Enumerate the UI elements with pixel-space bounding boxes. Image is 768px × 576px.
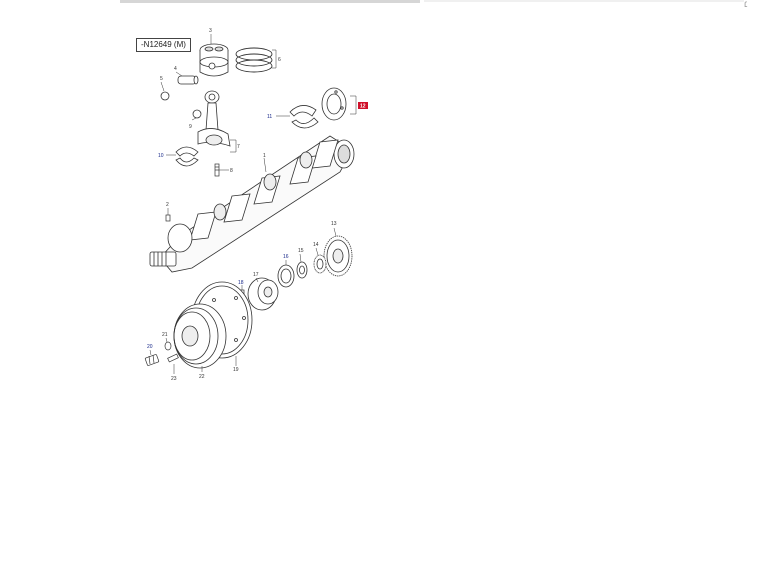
callout-8: 8 xyxy=(230,168,233,174)
pulley-bolt[interactable] xyxy=(167,353,179,363)
main-bearing-shells[interactable] xyxy=(289,105,319,129)
piston-rings[interactable] xyxy=(235,47,273,73)
crank-pulley[interactable] xyxy=(173,303,227,369)
callout-18: 18 xyxy=(238,280,244,286)
callout-23: 23 xyxy=(171,376,177,382)
crank-gear[interactable] xyxy=(323,235,353,277)
callout-16: 16 xyxy=(283,254,289,260)
spacer-ring[interactable] xyxy=(296,261,308,279)
bushing[interactable] xyxy=(192,109,202,119)
callout-7: 7 xyxy=(237,144,240,150)
crankshaft[interactable] xyxy=(149,135,355,273)
callout-20: 20 xyxy=(147,344,153,350)
pulley-washer[interactable] xyxy=(164,341,172,351)
callout-22: 22 xyxy=(199,374,205,380)
callout-10: 10 xyxy=(158,153,164,159)
corner-mark: ׆ xyxy=(744,0,748,9)
callout-13: 13 xyxy=(331,221,337,227)
callout-3: 3 xyxy=(209,28,212,34)
top-divider xyxy=(120,0,420,3)
callout-11: 11 xyxy=(267,114,272,120)
rod-bolt[interactable] xyxy=(214,163,220,177)
connecting-rod[interactable] xyxy=(197,90,231,147)
callout-9: 9 xyxy=(189,124,192,130)
callout-1: 1 xyxy=(263,153,266,159)
front-seal[interactable] xyxy=(277,264,295,288)
callout-labels: 3 6 4 5 9 7 8 10 11 12 1 2 13 14 15 16 1… xyxy=(147,28,368,382)
reference-code-label: -N12649 (M) xyxy=(136,38,191,52)
rod-bearing-shells[interactable] xyxy=(175,146,199,167)
timing-gear[interactable] xyxy=(313,254,327,274)
callout-14: 14 xyxy=(313,242,319,248)
callout-15: 15 xyxy=(298,248,304,254)
pulley-nut[interactable] xyxy=(144,354,160,366)
top-divider-light xyxy=(424,0,744,2)
callout-12[interactable]: 12 xyxy=(360,104,366,110)
callout-6: 6 xyxy=(278,57,281,63)
piston[interactable] xyxy=(199,43,229,77)
callout-17: 17 xyxy=(253,272,259,278)
piston-pin[interactable] xyxy=(177,75,199,85)
callout-5: 5 xyxy=(160,76,163,82)
circlip[interactable] xyxy=(160,91,170,101)
callout-21: 21 xyxy=(162,332,168,338)
callout-12-badge[interactable] xyxy=(358,102,368,109)
thrust-washer[interactable] xyxy=(321,87,347,121)
callout-4: 4 xyxy=(174,66,177,72)
pulley-hub[interactable] xyxy=(247,277,279,311)
callout-2: 2 xyxy=(166,202,169,208)
dowel-pin[interactable] xyxy=(165,214,171,222)
callout-19: 19 xyxy=(233,367,239,373)
